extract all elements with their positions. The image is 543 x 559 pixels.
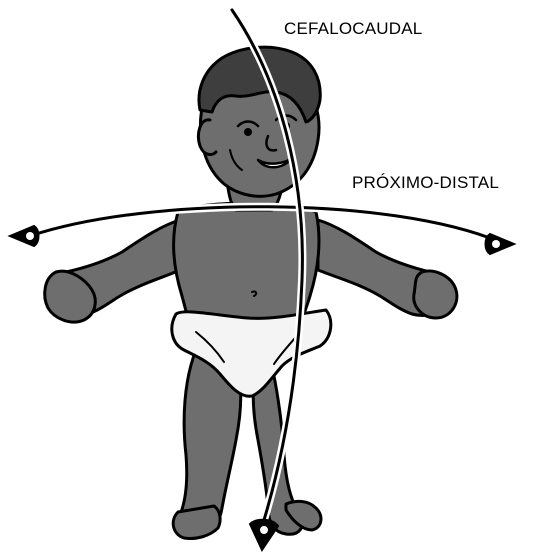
arrow-left-dot-icon bbox=[26, 232, 34, 240]
arrow-right-dot-icon bbox=[492, 240, 500, 248]
right-fist bbox=[414, 271, 457, 318]
baby-figure-icon bbox=[45, 47, 457, 538]
arrow-down-icon bbox=[250, 520, 278, 550]
proximodistal-label: PRÓXIMO-DISTAL bbox=[352, 173, 499, 193]
left-foot bbox=[173, 506, 220, 539]
arrow-left-head-icon bbox=[10, 226, 39, 246]
cephalocaudal-label: CEFALOCAUDAL bbox=[284, 19, 422, 39]
